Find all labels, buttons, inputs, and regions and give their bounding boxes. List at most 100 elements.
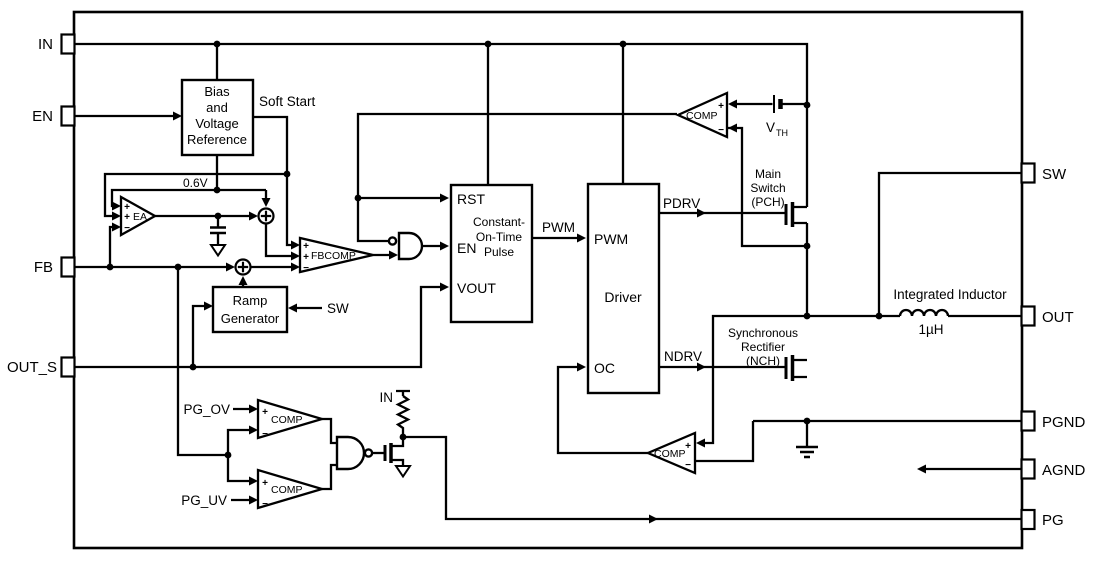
zc-plus-wire: [704, 314, 807, 445]
bias-block: Bias and Voltage Reference: [180, 78, 255, 157]
soft-start-wire: [253, 115, 292, 247]
pullup-resistor: [395, 395, 411, 437]
vth-sub-label: TH: [776, 128, 788, 138]
pin-label-pg: PG: [1042, 512, 1064, 529]
pgcomp-out-wires: [322, 417, 337, 491]
bias-line: Bias: [204, 84, 230, 99]
fbcomp-label: FBCOMP: [311, 250, 356, 262]
inductance-label: 1µH: [918, 322, 943, 337]
inductor-symbol: [898, 308, 950, 317]
pin-fb: [60, 256, 76, 278]
ea-plus: +: [124, 212, 130, 223]
pgov-label: PG_OV: [183, 402, 230, 417]
zc-comp-label: COMP: [654, 448, 686, 460]
pin-label-pgnd: PGND: [1042, 414, 1086, 431]
pin-label-out: OUT: [1042, 309, 1074, 326]
driver-title: Driver: [604, 289, 642, 305]
cot-title: On-Time: [476, 230, 523, 244]
pin-outs: [60, 356, 76, 378]
pins: [60, 33, 1036, 531]
pwm-signal-label: PWM: [542, 220, 575, 235]
pguv-plus: +: [262, 478, 268, 489]
in-tbar: [396, 389, 410, 396]
pgov-comp-label: COMP: [271, 414, 303, 426]
cot-title: Constant-: [473, 215, 525, 229]
cap-plates: [210, 226, 226, 235]
cot-port-rst: RST: [457, 191, 485, 207]
pin-label-fb: FB: [34, 259, 53, 276]
cot-port-vout: VOUT: [457, 280, 496, 296]
main-switch-caption: Main: [755, 167, 781, 181]
pg-wire: [403, 435, 1021, 521]
pguv-comp-label: COMP: [271, 484, 303, 496]
vth-label: V: [766, 120, 775, 135]
ovp-comp-label: COMP: [686, 110, 718, 122]
pin-label-en: EN: [32, 108, 53, 125]
en-and-gate: [387, 231, 424, 261]
pin-pg: [1020, 508, 1036, 531]
main-switch-caption: Switch: [750, 181, 785, 195]
in-rail-wire: [75, 42, 809, 207]
fbcomp-plus: +: [303, 241, 309, 252]
sync-rectifier-nch-fet: [784, 355, 807, 381]
driver-port-oc: OC: [594, 360, 615, 376]
pin-en: [60, 105, 76, 127]
cot-port-en: EN: [457, 240, 476, 256]
pin-in: [60, 33, 76, 55]
wires: [75, 42, 1021, 521]
ramp-line: Generator: [221, 311, 280, 326]
bias-line: Reference: [187, 132, 247, 147]
ea-label: EA: [133, 211, 147, 223]
fb-to-pgcomps-wire: [226, 428, 254, 483]
ea-plus: +: [124, 202, 130, 213]
summing-junction-1: [257, 207, 275, 225]
pguv-minus: −: [262, 499, 268, 510]
ovp-minus: −: [718, 125, 724, 136]
pg-open-drain-fet: [383, 443, 393, 463]
ndrv-signal-label: NDRV: [664, 349, 702, 364]
error-amplifier: + + − EA: [119, 195, 158, 237]
zerocross-comparator: + − COMP: [645, 431, 697, 475]
main-switch-pch-fet: [784, 202, 807, 227]
zc-plus: +: [685, 441, 691, 452]
invert-bubble: [363, 448, 374, 458]
fb-sense-wire: [176, 267, 228, 457]
sync-rect-caption: Synchronous: [728, 326, 798, 340]
soft-start-label: Soft Start: [259, 94, 316, 109]
rail-drop-wires: [486, 44, 625, 185]
ramp-generator-block: Ramp Generator: [211, 285, 289, 334]
pg-nand-gate: [335, 435, 374, 471]
pgov-minus: −: [262, 429, 268, 440]
inductor-label: Integrated Inductor: [893, 287, 1007, 302]
main-switch-caption: (PCH): [751, 195, 784, 209]
pin-pgnd: [1020, 410, 1036, 432]
junction-dots: [106, 40, 883, 459]
fbcomp-minus: −: [303, 263, 309, 274]
outs-to-ramp-wire: [191, 304, 205, 367]
pgov-plus: +: [262, 407, 268, 418]
pin-label-in: IN: [38, 36, 53, 53]
ovp-out-wire: [356, 112, 677, 243]
pin-label-outs: OUT_S: [7, 359, 57, 376]
vref-label: 0.6V: [183, 176, 208, 190]
pin-label-agnd: AGND: [1042, 462, 1086, 479]
arrowheads: [112, 99, 926, 524]
pguv-comparator: + − COMP: [256, 468, 327, 510]
vth-battery: [773, 95, 783, 113]
summing-junction-2: [234, 258, 252, 276]
pgfet-ground-arrow: [394, 465, 412, 479]
bias-line: Voltage: [195, 116, 238, 131]
ea-minus: −: [124, 223, 130, 234]
driver-block: PWM OC Driver: [586, 182, 661, 395]
pin-label-sw: SW: [1042, 166, 1067, 183]
pin-agnd: [1020, 458, 1036, 480]
ovp-plus: +: [718, 101, 724, 112]
pgov-comparator: + − COMP: [256, 398, 327, 440]
invert-bubble: [387, 236, 398, 246]
fbcomp-comparator: + + − FBCOMP: [298, 236, 374, 274]
ovp-comparator: + − COMP: [675, 91, 729, 139]
pin-sw: [1020, 162, 1036, 184]
pin-out: [1020, 305, 1036, 327]
